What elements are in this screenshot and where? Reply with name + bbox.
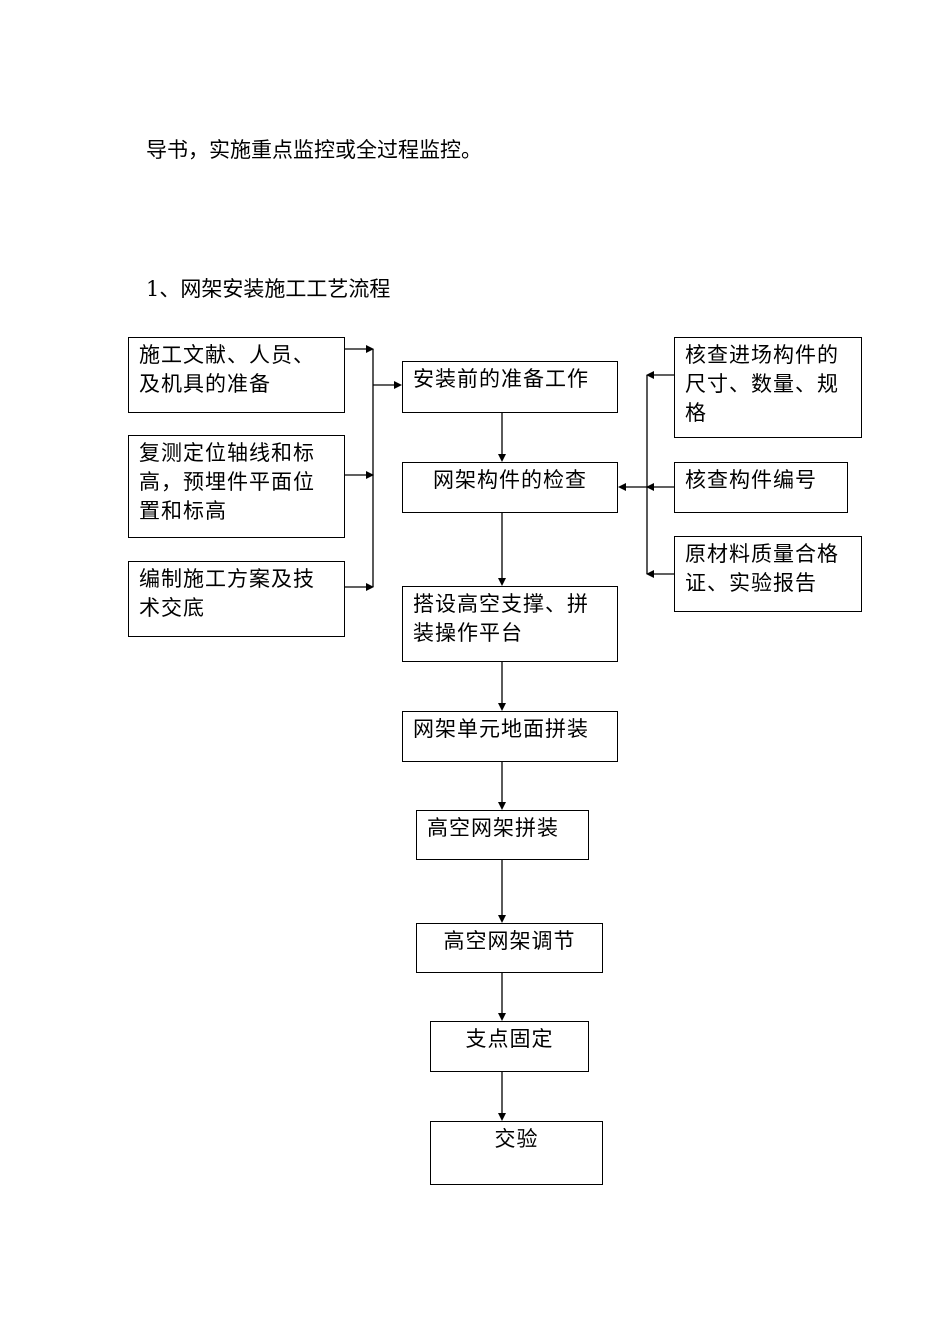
arrow-head-flow-4	[498, 802, 506, 810]
arrow-head-flow-3	[498, 703, 506, 711]
arrow-head-flow-1	[498, 454, 506, 462]
right-input-box-certificates: 原材料质量合格证、实验报告	[674, 536, 862, 612]
arrow-head-right-1	[646, 371, 654, 379]
right-input-box-incoming-check: 核查进场构件的尺寸、数量、规格	[674, 337, 862, 438]
arrow-head-flow-6	[498, 1013, 506, 1021]
step-box-pre-install: 安装前的准备工作	[402, 361, 618, 413]
section-heading: 1、网架安装施工工艺流程	[146, 277, 391, 301]
arrow-head-right-main	[618, 483, 626, 491]
step-box-adjustment: 高空网架调节	[416, 923, 603, 973]
arrow-head-flow-7	[498, 1113, 506, 1121]
arrow-head-left-2	[366, 471, 374, 479]
step-box-acceptance: 交验	[430, 1121, 603, 1185]
arrow-head-left-3	[366, 583, 374, 591]
arrow-head-right-2	[646, 483, 654, 491]
arrow-head-flow-2	[498, 578, 506, 586]
arrow-head-left-main	[394, 381, 402, 389]
right-input-box-part-number: 核查构件编号	[674, 462, 848, 513]
left-input-box-plan: 编制施工方案及技术交底	[128, 561, 345, 637]
arrow-head-right-3	[646, 570, 654, 578]
step-box-ground-assembly: 网架单元地面拼装	[402, 711, 618, 762]
step-box-scaffold: 搭设高空支撑、拼装操作平台	[402, 586, 618, 662]
arrow-head-left-1	[366, 345, 374, 353]
left-input-box-preparation: 施工文献、人员、及机具的准备	[128, 337, 345, 413]
left-input-box-survey: 复测定位轴线和标高，预埋件平面位置和标高	[128, 435, 345, 538]
step-box-inspection: 网架构件的检查	[402, 462, 618, 513]
step-box-support-fixing: 支点固定	[430, 1021, 589, 1072]
intro-text: 导书，实施重点监控或全过程监控。	[146, 138, 482, 162]
arrow-head-flow-5	[498, 915, 506, 923]
step-box-aerial-assembly: 高空网架拼装	[416, 810, 589, 860]
